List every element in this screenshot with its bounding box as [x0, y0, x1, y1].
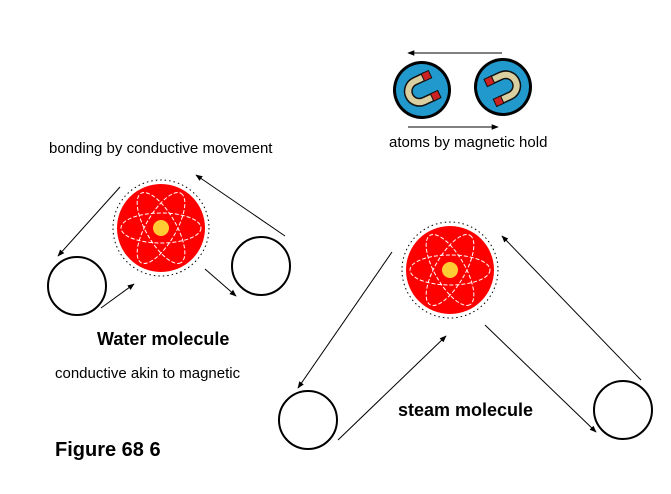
steam-arrow-2: [337, 335, 447, 441]
magnetic-hold-label: atoms by magnetic hold: [389, 134, 548, 151]
steam-arrow-3: [484, 324, 597, 433]
magnet-right-icon: [464, 48, 541, 125]
steam-nucleus: [401, 221, 499, 319]
bonding-label: bonding by conductive movement: [49, 140, 273, 157]
water-arrow-2: [100, 283, 135, 309]
water-arrow-1: [57, 186, 121, 257]
steam-molecule-label: steam molecule: [398, 400, 534, 420]
steam-electron-right: [593, 380, 653, 440]
magnet-left-icon: [383, 51, 460, 128]
water-arrow-4: [195, 174, 286, 237]
water-molecule-label: Water molecule: [97, 329, 230, 349]
conductive-label: conductive akin to magnetic: [55, 365, 241, 382]
figure-caption: Figure 68 6: [55, 439, 161, 461]
steam-arrow-4: [501, 235, 642, 381]
water-electron-right: [231, 236, 291, 296]
water-nucleus: [112, 179, 210, 277]
water-arrow-3: [204, 268, 237, 297]
steam-electron-left: [278, 390, 338, 450]
steam-arrow-1: [297, 251, 393, 389]
water-electron-left: [47, 256, 107, 316]
